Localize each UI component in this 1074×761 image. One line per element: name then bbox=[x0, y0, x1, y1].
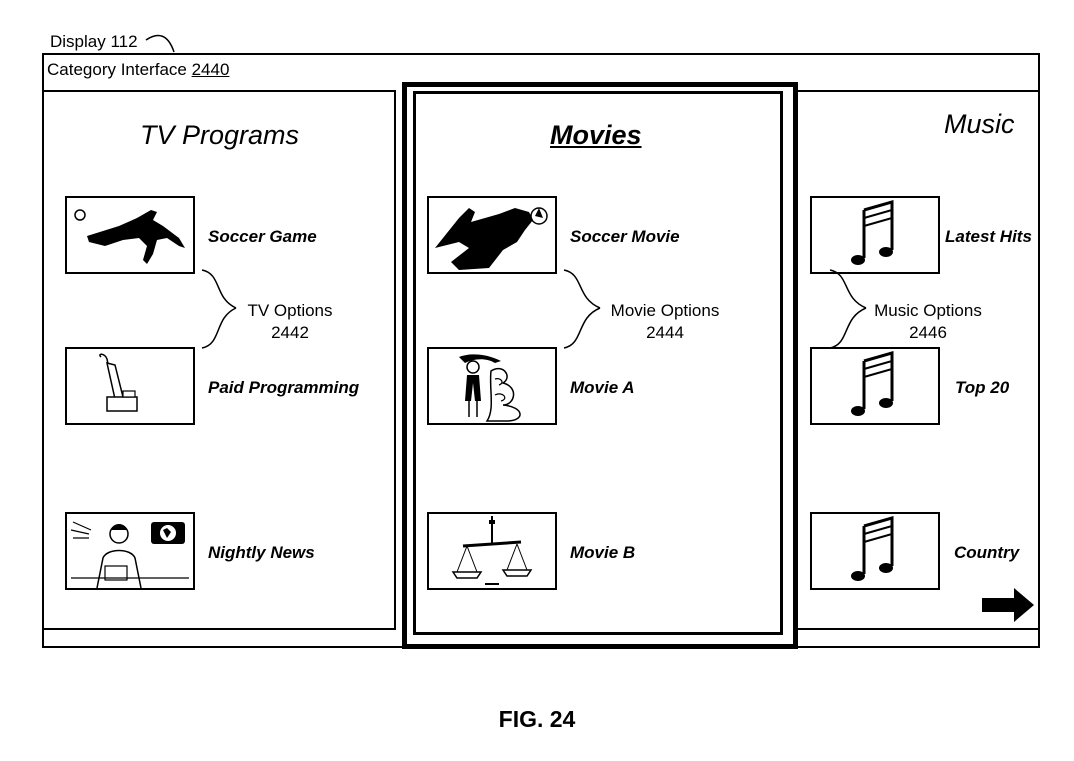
tv-options-label: TV Options 2442 bbox=[240, 300, 340, 344]
music-item-country[interactable]: Country bbox=[954, 543, 1020, 562]
movie-options-label: Movie Options 2444 bbox=[600, 300, 730, 344]
display-leader-line bbox=[145, 34, 175, 53]
scroll-right-arrow-icon[interactable] bbox=[980, 586, 1036, 624]
tv-programs-panel[interactable] bbox=[42, 90, 396, 630]
music-options-ref: 2446 bbox=[909, 323, 947, 342]
music-title: Music bbox=[944, 109, 1015, 139]
country-thumbnail[interactable] bbox=[810, 512, 940, 590]
movie-options-text: Movie Options bbox=[610, 301, 720, 320]
tv-options-bracket bbox=[201, 269, 237, 349]
goalkeeper-icon bbox=[435, 207, 548, 270]
music-note-icon bbox=[851, 200, 894, 265]
display-label: Display 112 bbox=[50, 32, 138, 51]
music-item-latest-hits[interactable]: Latest Hits bbox=[945, 227, 1032, 246]
movie-b-thumbnail[interactable] bbox=[427, 512, 557, 590]
interface-title-text: Category Interface bbox=[47, 60, 192, 79]
soccer-game-thumbnail[interactable] bbox=[65, 196, 195, 274]
category-interface-title: Category Interface 2440 bbox=[47, 60, 229, 80]
scales-icon bbox=[451, 516, 533, 585]
latest-hits-thumbnail[interactable] bbox=[810, 196, 940, 274]
top-20-thumbnail[interactable] bbox=[810, 347, 940, 425]
vacuum-icon bbox=[99, 353, 138, 412]
tv-programs-title: TV Programs bbox=[140, 120, 300, 150]
music-options-bracket bbox=[829, 269, 867, 349]
music-options-label: Music Options 2446 bbox=[862, 300, 994, 344]
soccer-movie-thumbnail[interactable] bbox=[427, 196, 557, 274]
tv-options-text: TV Options bbox=[247, 301, 333, 320]
music-panel[interactable] bbox=[796, 90, 1040, 630]
movie-a-thumbnail[interactable] bbox=[427, 347, 557, 425]
soccer-player-icon bbox=[74, 209, 185, 264]
wave-figure-icon bbox=[459, 354, 521, 422]
movie-options-ref: 2444 bbox=[646, 323, 684, 342]
paid-programming-thumbnail[interactable] bbox=[65, 347, 195, 425]
movies-panel-selected-border bbox=[402, 82, 798, 649]
tv-item-nightly-news[interactable]: Nightly News bbox=[208, 543, 315, 562]
music-item-top-20[interactable]: Top 20 bbox=[955, 378, 1010, 397]
music-note-icon bbox=[851, 516, 894, 581]
tv-item-paid-programming[interactable]: Paid Programming bbox=[208, 378, 360, 397]
tv-item-soccer-game[interactable]: Soccer Game bbox=[208, 227, 317, 246]
interface-title-ref: 2440 bbox=[191, 60, 230, 79]
tv-options-ref: 2442 bbox=[271, 323, 309, 342]
movies-title: Movies bbox=[550, 120, 642, 150]
figure-label: FIG. 24 bbox=[498, 706, 576, 732]
music-note-icon bbox=[851, 351, 894, 416]
nightly-news-thumbnail[interactable] bbox=[65, 512, 195, 590]
movies-item-soccer-movie[interactable]: Soccer Movie bbox=[570, 227, 680, 246]
music-options-text: Music Options bbox=[874, 301, 982, 320]
movie-options-bracket bbox=[563, 269, 601, 349]
movies-item-movie-a[interactable]: Movie A bbox=[570, 378, 635, 397]
movies-panel[interactable] bbox=[413, 91, 783, 635]
movies-item-movie-b[interactable]: Movie B bbox=[570, 543, 636, 562]
news-anchor-icon bbox=[70, 521, 189, 588]
